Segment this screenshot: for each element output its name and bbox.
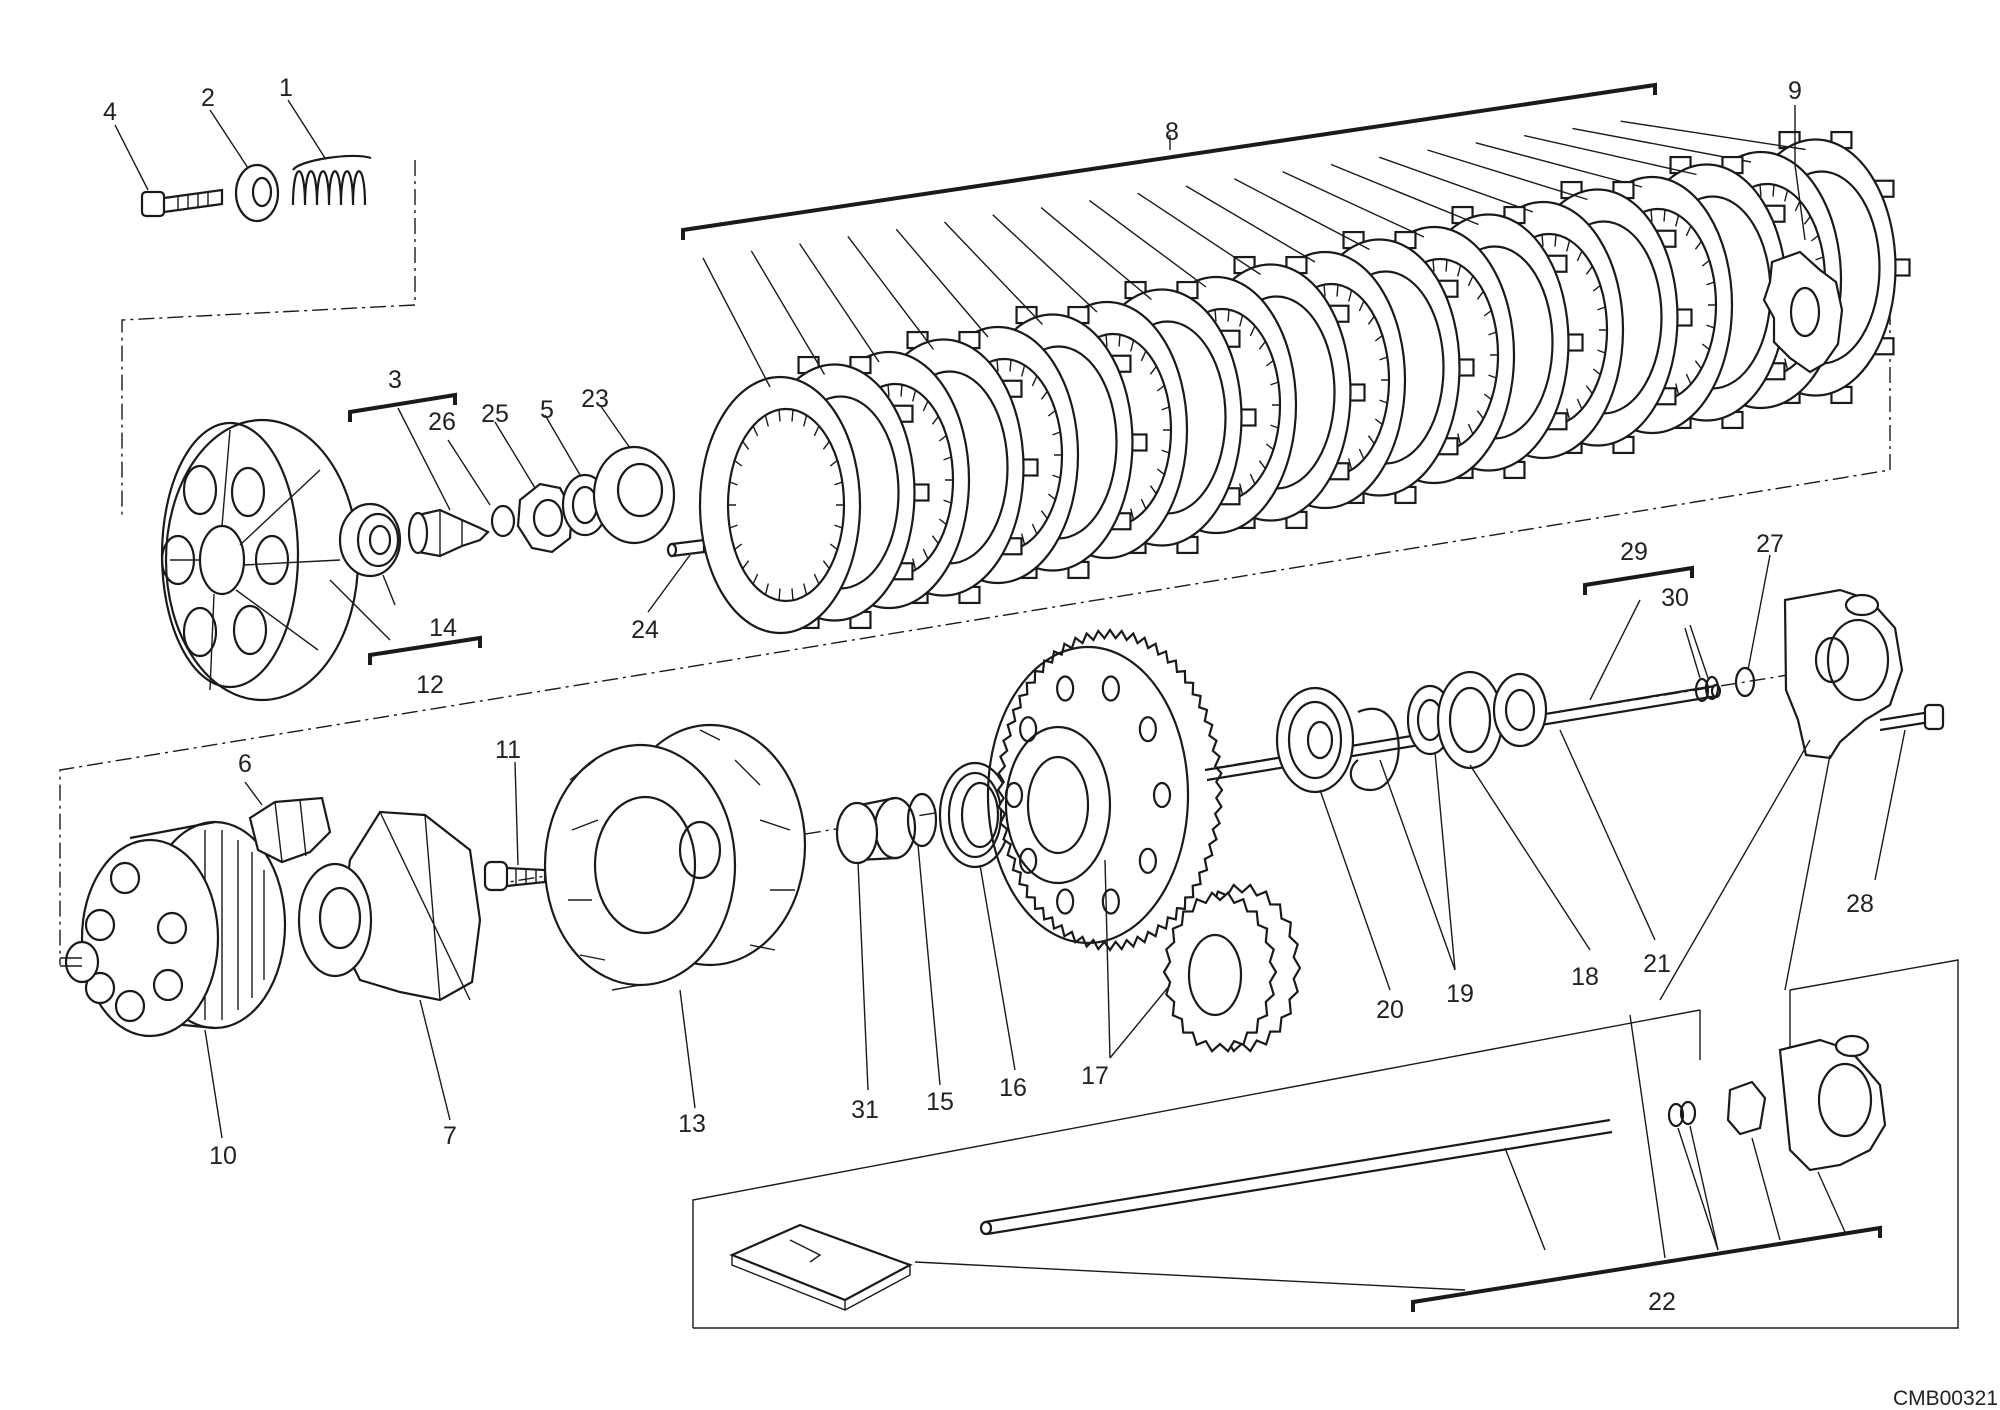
callout-2: 2	[201, 84, 215, 112]
callout-1: 1	[279, 74, 293, 102]
clutch-plates-stack-part-8	[698, 120, 1911, 635]
circlip-part-19a	[1349, 708, 1400, 792]
callout-18: 18	[1571, 963, 1599, 991]
callout-14: 14	[429, 614, 457, 642]
callout-31: 31	[851, 1096, 879, 1124]
slave-cylinder-body	[1783, 588, 1904, 760]
bearing-part-18	[1436, 670, 1504, 770]
clutch-hub-part-10	[60, 820, 287, 1038]
callout-23: 23	[581, 385, 609, 413]
callout-8: 8	[1165, 118, 1179, 146]
callout-5: 5	[540, 396, 554, 424]
callout-28: 28	[1846, 890, 1874, 918]
primary-gear-part-17	[986, 628, 1224, 952]
callout-27: 27	[1756, 530, 1784, 558]
callout-labels: 4 2 1 8 9 3 26 25 5 23 14 12 24 29 30 27…	[103, 74, 1998, 1410]
callout-12: 12	[416, 671, 444, 699]
spring-cup-part-2	[234, 163, 280, 223]
callout-7: 7	[443, 1122, 457, 1150]
retainer-part-9	[1762, 250, 1844, 374]
spring-part-1	[291, 154, 372, 206]
callout-21: 21	[1643, 950, 1671, 978]
circlip-part-15	[906, 792, 938, 848]
bolt-part-28	[1879, 703, 1945, 732]
callout-26: 26	[428, 408, 456, 436]
bolt-part-11	[483, 860, 547, 892]
callout-9: 9	[1788, 77, 1802, 105]
pressure-plate-part-12	[160, 418, 360, 702]
kit-box-part-22	[692, 959, 1959, 1329]
callout-25: 25	[481, 400, 509, 428]
snap-ring-part-27	[1734, 666, 1756, 698]
callout-19: 19	[1446, 980, 1474, 1008]
callout-13: 13	[678, 1110, 706, 1138]
leader-lines	[114, 99, 1906, 1291]
rubber-block-part-6	[248, 796, 332, 864]
callout-4: 4	[103, 98, 117, 126]
clutch-drum-part-13	[543, 723, 807, 991]
bearing-part-14	[338, 502, 402, 578]
bearing-part-23	[592, 445, 676, 545]
pin-part-24	[666, 538, 706, 558]
pinion-gear-part-17	[1162, 883, 1302, 1053]
bush-part-31	[835, 796, 917, 865]
clutch-plate	[698, 257, 862, 635]
callout-16: 16	[999, 1074, 1027, 1102]
bush-part-21	[1492, 672, 1548, 748]
callout-15: 15	[926, 1088, 954, 1116]
callout-24: 24	[631, 616, 659, 644]
callout-10: 10	[209, 1142, 237, 1170]
hub-housing-part-7	[297, 810, 482, 1002]
callout-3: 3	[388, 366, 402, 394]
callout-22: 22	[1648, 1288, 1676, 1316]
callout-20: 20	[1376, 996, 1404, 1024]
callout-11: 11	[495, 736, 521, 764]
callout-17: 17	[1081, 1062, 1109, 1090]
brackets	[348, 82, 1882, 1312]
nut-part-25	[516, 482, 574, 554]
seal-part-16	[938, 761, 1012, 869]
callout-30: 30	[1661, 584, 1689, 612]
push-rod-part-3	[407, 508, 490, 558]
o-ring-part-26	[490, 504, 516, 538]
o-ring-part-30b	[1704, 675, 1720, 701]
callout-29: 29	[1620, 538, 1648, 566]
screw-part-4	[140, 188, 224, 218]
drawing-code: CMB00321	[1893, 1387, 1998, 1410]
o-ring-part-30a	[1694, 677, 1710, 703]
bearing-part-20	[1275, 686, 1355, 794]
callout-6: 6	[238, 750, 252, 778]
